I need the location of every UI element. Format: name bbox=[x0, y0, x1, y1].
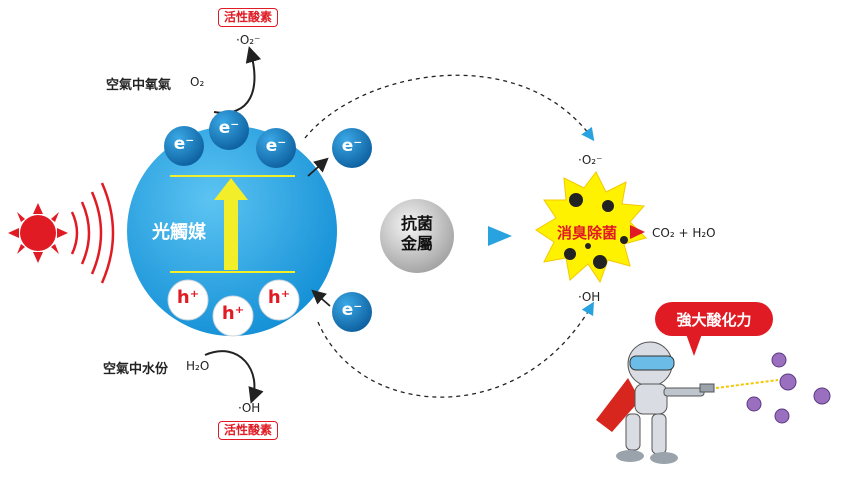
speech-bubble-text: 強大酸化力 bbox=[676, 311, 752, 329]
superoxide-radical-top: ·O₂⁻ bbox=[236, 33, 261, 47]
metal-label-line1: 抗菌 bbox=[400, 214, 433, 233]
speech-bubble bbox=[655, 302, 773, 356]
air-moisture-label: 空氣中水份 bbox=[103, 362, 169, 377]
hydroxyl-radical-right: ·OH bbox=[578, 290, 601, 304]
reaction-product: CO₂ + H₂O bbox=[652, 226, 716, 240]
hole-1 bbox=[167, 279, 209, 321]
photocatalyst-label: 光觸媒 bbox=[152, 222, 206, 243]
hole-label-3: h⁺ bbox=[267, 287, 291, 308]
active-oxygen-badge-bottom: 活性酸素 bbox=[218, 421, 279, 440]
electron-3 bbox=[256, 128, 296, 168]
bottom-curved-arrow bbox=[204, 350, 264, 404]
hole-2 bbox=[212, 295, 254, 337]
superoxide-radical-right: ·O₂⁻ bbox=[578, 153, 603, 167]
electron-1 bbox=[164, 126, 204, 166]
electron-released-bottom bbox=[332, 292, 372, 332]
product-arrow bbox=[630, 225, 645, 239]
release-arrow-top bbox=[307, 157, 329, 177]
release-arrow-bottom bbox=[311, 289, 331, 307]
hole-3 bbox=[258, 279, 300, 321]
sun-icon bbox=[8, 203, 68, 263]
pointer-triangle bbox=[488, 226, 512, 246]
electron-label-released-bottom: e⁻ bbox=[341, 300, 363, 320]
robot-icon bbox=[596, 341, 715, 464]
electron-label-3: e⁻ bbox=[265, 136, 287, 156]
top-curved-arrow bbox=[213, 46, 262, 114]
metal-label: 抗菌 金屬 bbox=[397, 214, 437, 254]
hydroxyl-radical-bottom: ·OH bbox=[238, 401, 261, 415]
antibacterial-metal-sphere bbox=[380, 199, 454, 273]
electron-released-top bbox=[332, 128, 372, 168]
dashed-path-bottom bbox=[317, 301, 594, 398]
electron-2 bbox=[209, 110, 249, 150]
water-formula: H₂O bbox=[186, 359, 210, 373]
excitation-arrow bbox=[214, 178, 248, 270]
light-waves-icon bbox=[70, 182, 115, 284]
germ-icon bbox=[746, 352, 831, 424]
electron-label-1: e⁻ bbox=[173, 134, 195, 154]
oxygen-formula: O₂ bbox=[190, 75, 205, 89]
electron-label-2: e⁻ bbox=[218, 118, 240, 138]
metal-label-line2: 金屬 bbox=[400, 234, 433, 253]
active-oxygen-badge-top: 活性酸素 bbox=[218, 8, 279, 27]
hole-label-1: h⁺ bbox=[176, 287, 200, 308]
dashed-path-top bbox=[304, 74, 595, 142]
sterilization-burst bbox=[535, 171, 647, 284]
air-oxygen-label: 空氣中氧氣 bbox=[106, 78, 172, 93]
deodorize-sterilize-label: 消臭除菌 bbox=[557, 224, 618, 242]
electron-label-released-top: e⁻ bbox=[341, 136, 363, 156]
hole-label-2: h⁺ bbox=[221, 303, 245, 324]
spray-beam bbox=[715, 379, 779, 389]
